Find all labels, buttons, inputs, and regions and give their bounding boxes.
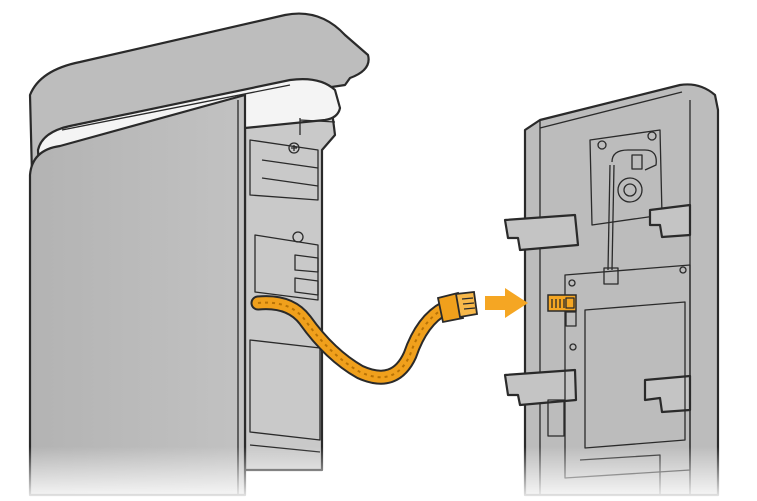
hook-upper-right (648, 203, 692, 239)
lan-port (547, 294, 577, 327)
lan-cable-icon (250, 291, 479, 385)
hook-upper-left (503, 213, 580, 252)
insert-arrow-icon (485, 288, 528, 318)
rj45-plug (436, 291, 479, 324)
